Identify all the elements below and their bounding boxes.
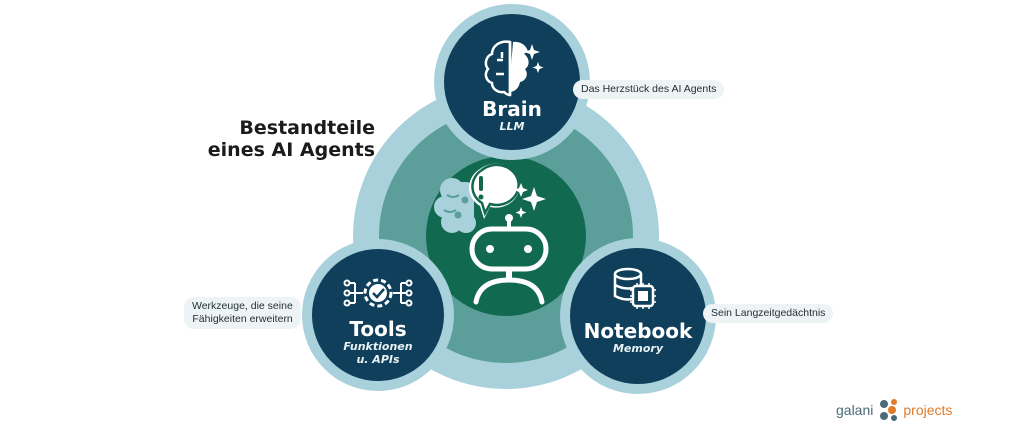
logo-text-galani: galani xyxy=(836,402,874,418)
diagram-title-line1: Bestandteile xyxy=(239,117,375,139)
tools-sub2: u. APIs xyxy=(356,353,400,366)
diagram-title: Bestandteile eines AI Agents xyxy=(200,117,375,161)
brain-right-half xyxy=(509,41,529,92)
notebook-label: Notebook Memory xyxy=(578,320,698,355)
brain-name: Brain xyxy=(482,97,542,121)
tools-label: Tools Funktionen u. APIs xyxy=(323,318,433,366)
diagram-title-line2: eines AI Agents xyxy=(207,139,375,161)
tools-note-line1: Werkzeuge, die seine xyxy=(192,300,293,312)
brain-note: Das Herzstück des AI Agents xyxy=(573,80,725,99)
tools-note: Werkzeuge, die seine Fähigkeiten erweite… xyxy=(184,297,301,329)
logo-text-projects: projects xyxy=(903,402,953,418)
tools-note-line2: Fähigkeiten erweitern xyxy=(192,313,293,325)
brain-sub: LLM xyxy=(499,120,525,133)
notebook-node xyxy=(570,248,706,384)
database-chip-icon xyxy=(613,267,656,309)
tools-sub1: Funktionen xyxy=(343,340,413,353)
brain-label: Brain LLM xyxy=(462,98,562,133)
notebook-note: Sein Langzeitgedächtnis xyxy=(703,304,834,323)
gear-network-icon xyxy=(343,278,413,308)
notebook-name: Notebook xyxy=(583,319,693,343)
company-logo: galani projects xyxy=(836,398,952,422)
robot-agent-icon xyxy=(434,163,549,305)
notebook-sub: Memory xyxy=(612,342,664,355)
tools-name: Tools xyxy=(349,317,407,341)
logo-dots-icon xyxy=(880,399,898,421)
